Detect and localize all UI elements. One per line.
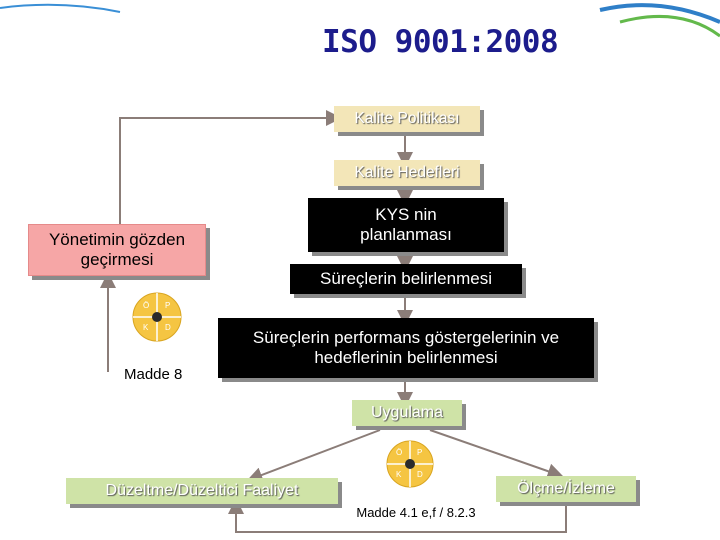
implementation-box: Uygulama [352,400,462,426]
pdca-a-label: Ö [396,448,403,457]
process-identification-box: Süreçlerin belirlenmesi [290,264,522,294]
pdca-p-label: P [165,301,171,310]
arrow-implementation-to-corrective [246,429,381,483]
measurement-box: Ölçme/İzleme [496,476,636,502]
pdca-d-label: D [165,323,171,332]
pdca-c-label: K [143,323,149,332]
pdca-a-label: Ö [143,301,150,310]
page-title: ISO 9001:2008 [322,24,559,60]
quality-policy-box: Kalite Politikası [334,106,480,132]
pdca-p-label: P [417,448,423,457]
quality-objectives-box: Kalite Hedefleri [334,160,480,186]
pdca-cycle-icon-center: Ö P K D [386,440,434,488]
pdca-cycle-icon-left: Ö P K D [132,292,182,342]
arrow-implementation-to-measurement [429,429,564,479]
arrow-review-to-policy [119,110,342,224]
arrow-measurement-to-corrective [228,498,567,533]
corner-swoosh-decoration [0,3,720,38]
clause-4-1-label: Madde 4.1 e,f / 8.2.3 [356,505,476,520]
process-kpis-box: Süreçlerin performans göstergelerinin ve… [218,318,594,378]
pdca-d-label: D [417,470,423,479]
qms-planning-box: KYS nin planlanması [308,198,504,252]
pdca-c-label: K [396,470,402,479]
corrective-action-box: Düzeltme/Düzeltici Faaliyet [66,478,338,504]
clause-8-label: Madde 8 [124,366,183,383]
management-review-box: Yönetimin gözden geçirmesi [28,224,206,276]
